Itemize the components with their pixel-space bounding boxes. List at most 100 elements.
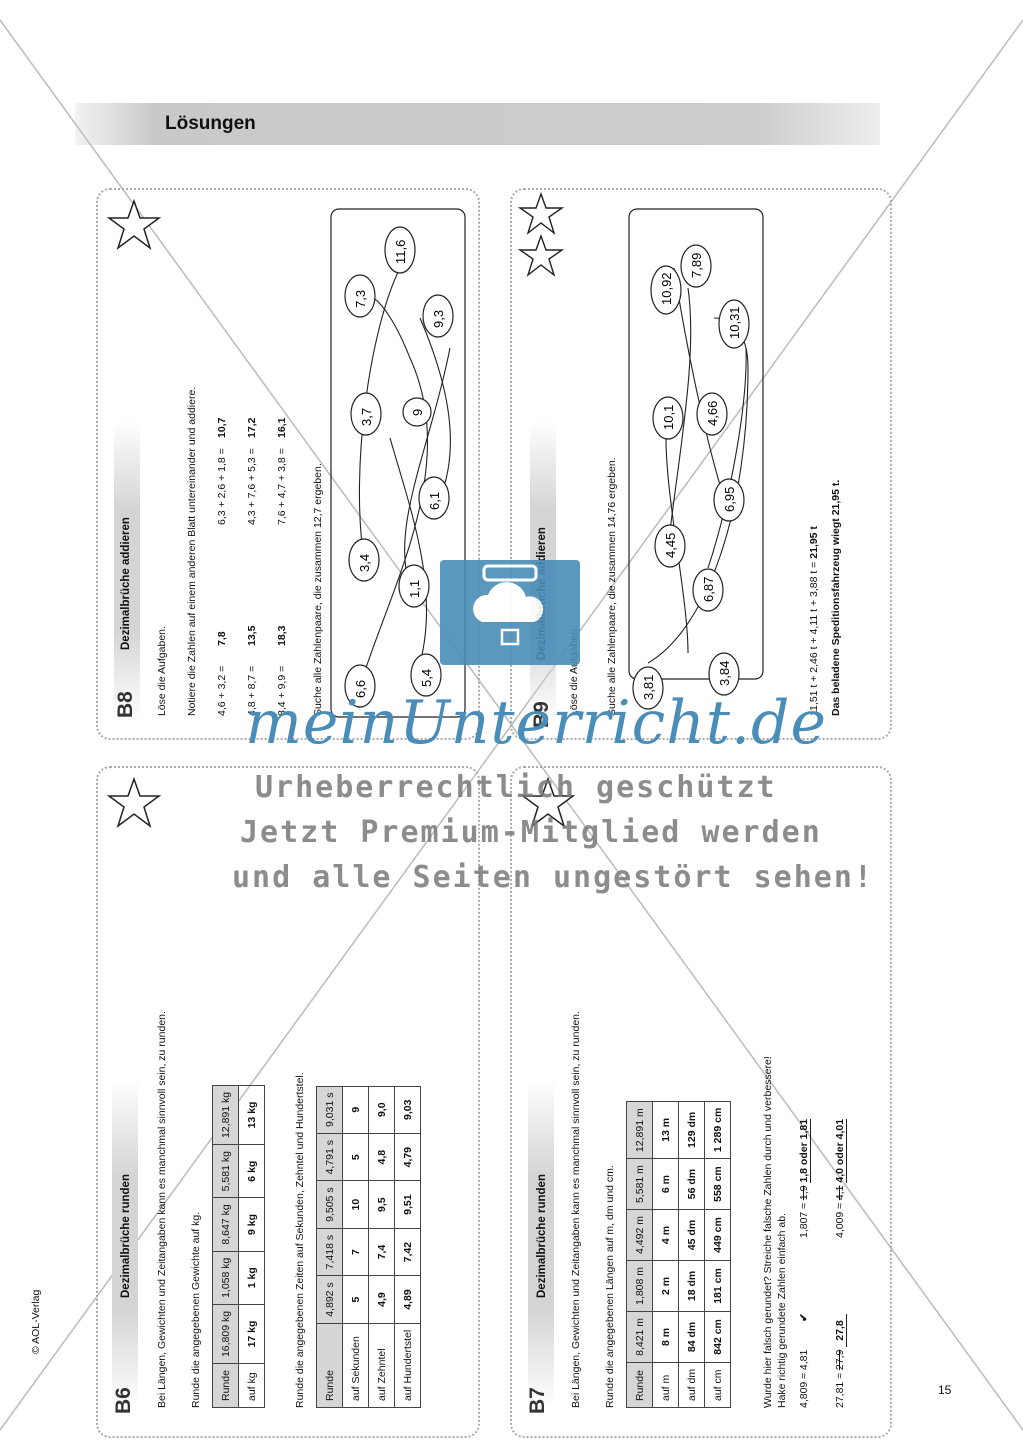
- table-cell: 4,791 s: [316, 1133, 343, 1181]
- table-cell: Runde: [212, 1363, 239, 1408]
- check-expr: 1,807 ≈: [798, 1203, 810, 1238]
- watermark-line: Jetzt Premium-Mitglied werden: [240, 815, 822, 850]
- table-cell: 558 cm: [704, 1158, 731, 1210]
- table-cell: 5,581 m: [626, 1158, 653, 1210]
- star-icon: [517, 192, 565, 277]
- table-cell: 9,5: [368, 1180, 395, 1229]
- copyright-note: © AOL-Verlag: [30, 1289, 42, 1354]
- table-cell: auf Zehntel: [368, 1323, 395, 1408]
- number-bubble: 6,6: [344, 664, 376, 708]
- svg-text:3,84: 3,84: [717, 661, 732, 686]
- sum-result: 16,1: [276, 417, 288, 438]
- cloud-icon: [473, 564, 544, 646]
- check-expr: 4,809 ≈ 4,81: [798, 1349, 810, 1408]
- table-cell: 9 kg: [238, 1197, 265, 1252]
- struck-value: 1,9: [798, 1185, 810, 1201]
- svg-text:10,31: 10,31: [727, 306, 742, 339]
- table-cell: 13 m: [652, 1101, 679, 1159]
- header-bar: [75, 103, 880, 145]
- svg-text:10,1: 10,1: [661, 405, 676, 430]
- svg-text:3,4: 3,4: [357, 554, 372, 572]
- table-cell: 10: [342, 1180, 369, 1229]
- svg-text:1,1: 1,1: [407, 580, 422, 598]
- table-cell: 12,891 kg: [212, 1085, 239, 1145]
- sum-expr: 4,6 + 3,2 =: [216, 665, 228, 716]
- number-bubble: 3,84: [708, 652, 740, 696]
- table-cell: 5,581 kg: [212, 1144, 239, 1198]
- table-row: Runde 8,421 m 1,808 m 4,492 m 5,581 m 12…: [626, 1101, 653, 1408]
- number-bubble: 1,1: [398, 564, 430, 608]
- number-bubble: 6,1: [418, 476, 450, 520]
- card-title: Dezimalbrüche addieren: [120, 517, 132, 650]
- star-icon: [520, 776, 576, 829]
- page-title: Lösungen: [165, 113, 256, 134]
- table-row: auf cm 842 cm 181 cm 449 cm 558 cm 1 289…: [704, 1101, 731, 1408]
- number-bubble: 10,92: [650, 265, 682, 315]
- star-icon: [106, 776, 162, 829]
- number-bubble: 7,89: [680, 244, 712, 288]
- number-bubble: 4,45: [654, 524, 686, 568]
- table-cell: 56 dm: [678, 1158, 705, 1210]
- card-code: B7: [526, 1387, 549, 1414]
- svg-text:5,4: 5,4: [419, 669, 434, 687]
- number-bubble: 7,3: [344, 274, 376, 318]
- sum-result: 7,8: [216, 631, 228, 646]
- page-number: 15: [938, 1383, 952, 1397]
- table-cell: 9,505 s: [316, 1180, 343, 1229]
- table-cell: 18 dm: [678, 1260, 705, 1312]
- number-bubble: 5,4: [410, 653, 442, 697]
- title-streak: [114, 420, 140, 720]
- card-code: B8: [114, 691, 137, 718]
- check-item: 4,009 ≈ 4,1 4,0 oder 4,01: [834, 1118, 847, 1238]
- intro-text: Bei Längen, Gewichten und Zeitangaben ka…: [156, 1011, 168, 1408]
- task-instruction: Löse die Aufgaben.: [156, 626, 168, 716]
- svg-text:6,87: 6,87: [701, 577, 716, 602]
- svg-text:6,6: 6,6: [353, 680, 368, 698]
- star-icon: [106, 198, 162, 251]
- table-cell: 181 cm: [704, 1260, 731, 1312]
- table-cell: 9,51: [394, 1180, 421, 1229]
- svg-text:3,7: 3,7: [359, 408, 374, 426]
- sum-expr: 7,6 + 4,7 + 3,8 =: [276, 448, 288, 525]
- answer-sentence: Das beladene Speditionsfahrzeug wiegt 21…: [830, 479, 842, 716]
- table-row: Runde 4,892 s 7,418 s 9,505 s 4,791 s 9,…: [316, 1086, 343, 1408]
- svg-text:7,89: 7,89: [689, 253, 704, 278]
- number-bubble: 3,4: [348, 538, 380, 582]
- task-instruction: Suche alle Zahlenpaare, die zusammen 14,…: [606, 457, 618, 716]
- table-cell: 45 dm: [678, 1209, 705, 1261]
- intro-text: Bei Längen, Gewichten und Zeitangaben ka…: [570, 1011, 582, 1408]
- number-bubble: 3,7: [350, 392, 382, 436]
- sum-result: 18,3: [276, 625, 288, 646]
- table-row: auf m 8 m 2 m 4 m 6 m 13 m: [652, 1101, 679, 1408]
- svg-text:9: 9: [410, 409, 425, 416]
- card-b7: B7 Dezimalbrüche runden Bei Längen, Gewi…: [510, 766, 892, 1438]
- table-caption: Runde die angegebenen Zeiten auf Sekunde…: [294, 1072, 306, 1408]
- table-cell: auf Hundertstel: [394, 1323, 421, 1408]
- table-cell: 12,891 m: [626, 1101, 653, 1159]
- lengths-table: Runde 8,421 m 1,808 m 4,492 m 5,581 m 12…: [626, 1101, 731, 1408]
- table-cell: 449 cm: [704, 1209, 731, 1261]
- card-b8: B8 Dezimalbrüche addieren Löse die Aufga…: [96, 188, 480, 740]
- table-cell: 8,647 kg: [212, 1197, 239, 1252]
- sum-expr: 6,3 + 2,6 + 1,8 =: [216, 448, 228, 525]
- corrected-value: 1,8 oder 1,81: [798, 1118, 811, 1183]
- question-line: Hake richtig gerundete Zahlen einfach ab…: [776, 1213, 788, 1408]
- number-bubble: 6,95: [713, 478, 745, 522]
- table-cell: auf cm: [704, 1362, 731, 1408]
- table-cell: auf m: [652, 1362, 679, 1408]
- table-row: auf Sekunden 5 7 10 5 9: [342, 1086, 369, 1408]
- table-cell: 1 kg: [238, 1251, 265, 1305]
- check-expr: 27,81 ≈: [834, 1373, 846, 1408]
- table-cell: Runde: [626, 1362, 653, 1408]
- struck-value: 27,9: [834, 1349, 846, 1371]
- svg-text:6,95: 6,95: [722, 487, 737, 512]
- table-cell: 9: [342, 1086, 369, 1134]
- table-cell: 4,892 s: [316, 1275, 343, 1324]
- sum-result: 17,2: [246, 417, 258, 438]
- card-code: B6: [112, 1387, 135, 1414]
- number-bubble: 9: [402, 397, 432, 427]
- number-pairs-diagram: 6,6 5,4 3,4 1,1 6,1 3,7 9 7,3 11,6 9,3: [330, 208, 466, 718]
- sum-result: 10,7: [216, 417, 228, 438]
- table-row: auf Hundertstel 4,89 7,42 9,51 4,79 9,03: [394, 1086, 421, 1408]
- table-cell: 8,421 m: [626, 1311, 653, 1363]
